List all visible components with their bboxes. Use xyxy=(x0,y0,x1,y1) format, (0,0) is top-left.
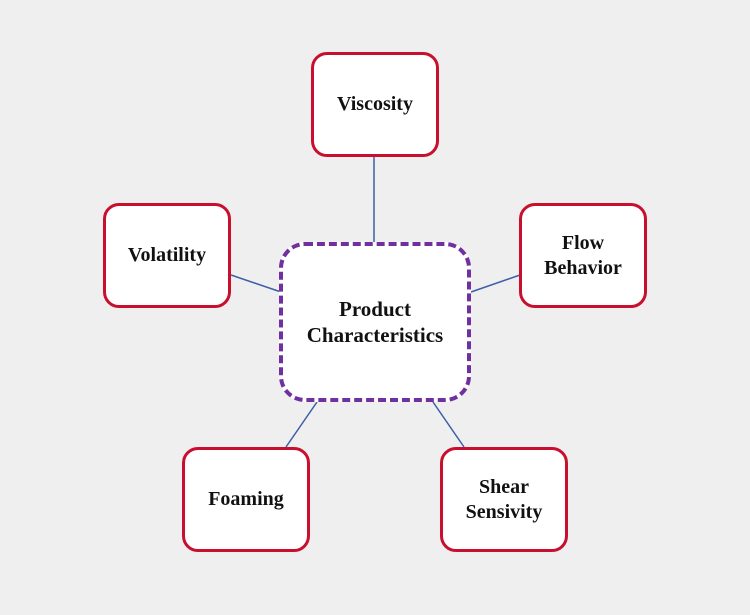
connector-shear-sensivity xyxy=(432,401,465,448)
node-label-line: Sensivity xyxy=(465,500,543,523)
node-label-line: Product xyxy=(339,297,411,321)
node-viscosity[interactable]: Viscosity xyxy=(311,52,439,157)
node-product-characteristics[interactable]: Product Characteristics xyxy=(279,242,471,402)
node-label-line: Flow xyxy=(561,231,605,254)
node-label-line: Behavior xyxy=(544,256,622,279)
node-volatility[interactable]: Volatility xyxy=(103,203,231,308)
connector-flow-behavior xyxy=(470,274,521,293)
node-flow-behavior[interactable]: Flow Behavior xyxy=(519,203,647,308)
node-foaming[interactable]: Foaming xyxy=(182,447,310,552)
node-label-line: Viscosity xyxy=(337,93,413,115)
node-label-line: Foaming xyxy=(208,488,284,510)
connector-volatility xyxy=(230,274,282,293)
node-label-line: Characteristics xyxy=(306,323,444,347)
node-shear-sensivity[interactable]: Shear Sensivity xyxy=(440,447,568,552)
connector-foaming xyxy=(285,401,318,448)
node-label-line: Volatility xyxy=(127,244,207,266)
node-label-line: Shear xyxy=(479,475,529,498)
